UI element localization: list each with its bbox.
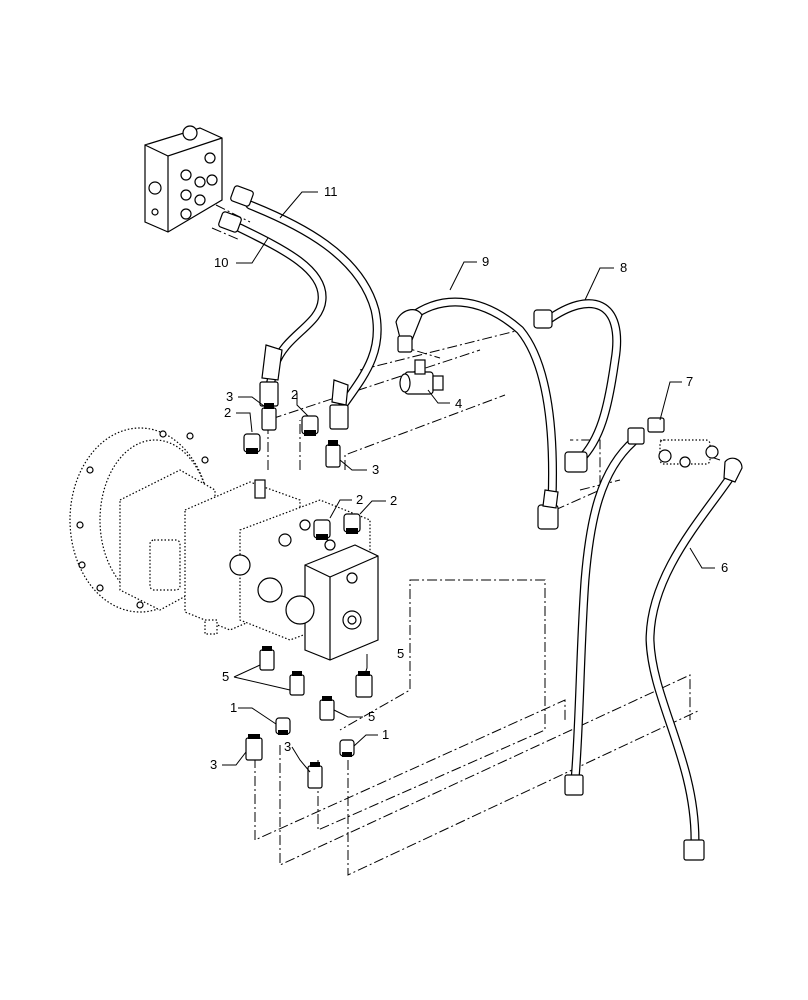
callout-10: 10: [214, 255, 228, 270]
callout-3-top: 3: [226, 389, 233, 404]
callout-9: 9: [482, 254, 489, 269]
callout-3-bottom-left: 3: [210, 757, 217, 772]
engine-housing: [69, 427, 216, 613]
hose-11: [230, 185, 382, 430]
valve-block: [144, 125, 223, 233]
callout-6: 6: [721, 560, 728, 575]
fitting-7: [647, 417, 719, 468]
callout-1-right: 1: [382, 727, 389, 742]
hose-8: [533, 299, 622, 473]
callout-2-lower-a: 2: [356, 492, 363, 507]
callout-1-left: 1: [230, 700, 237, 715]
callout-7: 7: [686, 374, 693, 389]
callout-4: 4: [455, 396, 462, 411]
callout-2-left: 2: [224, 405, 231, 420]
callout-3-bottom-mid: 3: [284, 739, 291, 754]
callout-8: 8: [620, 260, 627, 275]
hose-9: [395, 297, 559, 530]
callout-labels: 11 10 9 8 7 6 4 3 2 2 3 2 2 5 5 5 1 1 3 …: [210, 184, 728, 772]
fittings: [243, 403, 373, 789]
callout-2-lower-b: 2: [390, 493, 397, 508]
hose-10: [218, 211, 327, 407]
callout-5-left: 5: [222, 669, 229, 684]
callout-3-right: 3: [372, 462, 379, 477]
callout-2-mid: 2: [291, 387, 298, 402]
hose-6: [645, 457, 743, 861]
callout-5-right: 5: [397, 646, 404, 661]
tee-fitting-4: [399, 359, 444, 395]
callout-11: 11: [324, 184, 338, 199]
pump-assembly: [184, 479, 379, 661]
callout-5-mid: 5: [368, 709, 375, 724]
leader-lines: [222, 191, 715, 773]
hose-long-left: [564, 427, 645, 796]
